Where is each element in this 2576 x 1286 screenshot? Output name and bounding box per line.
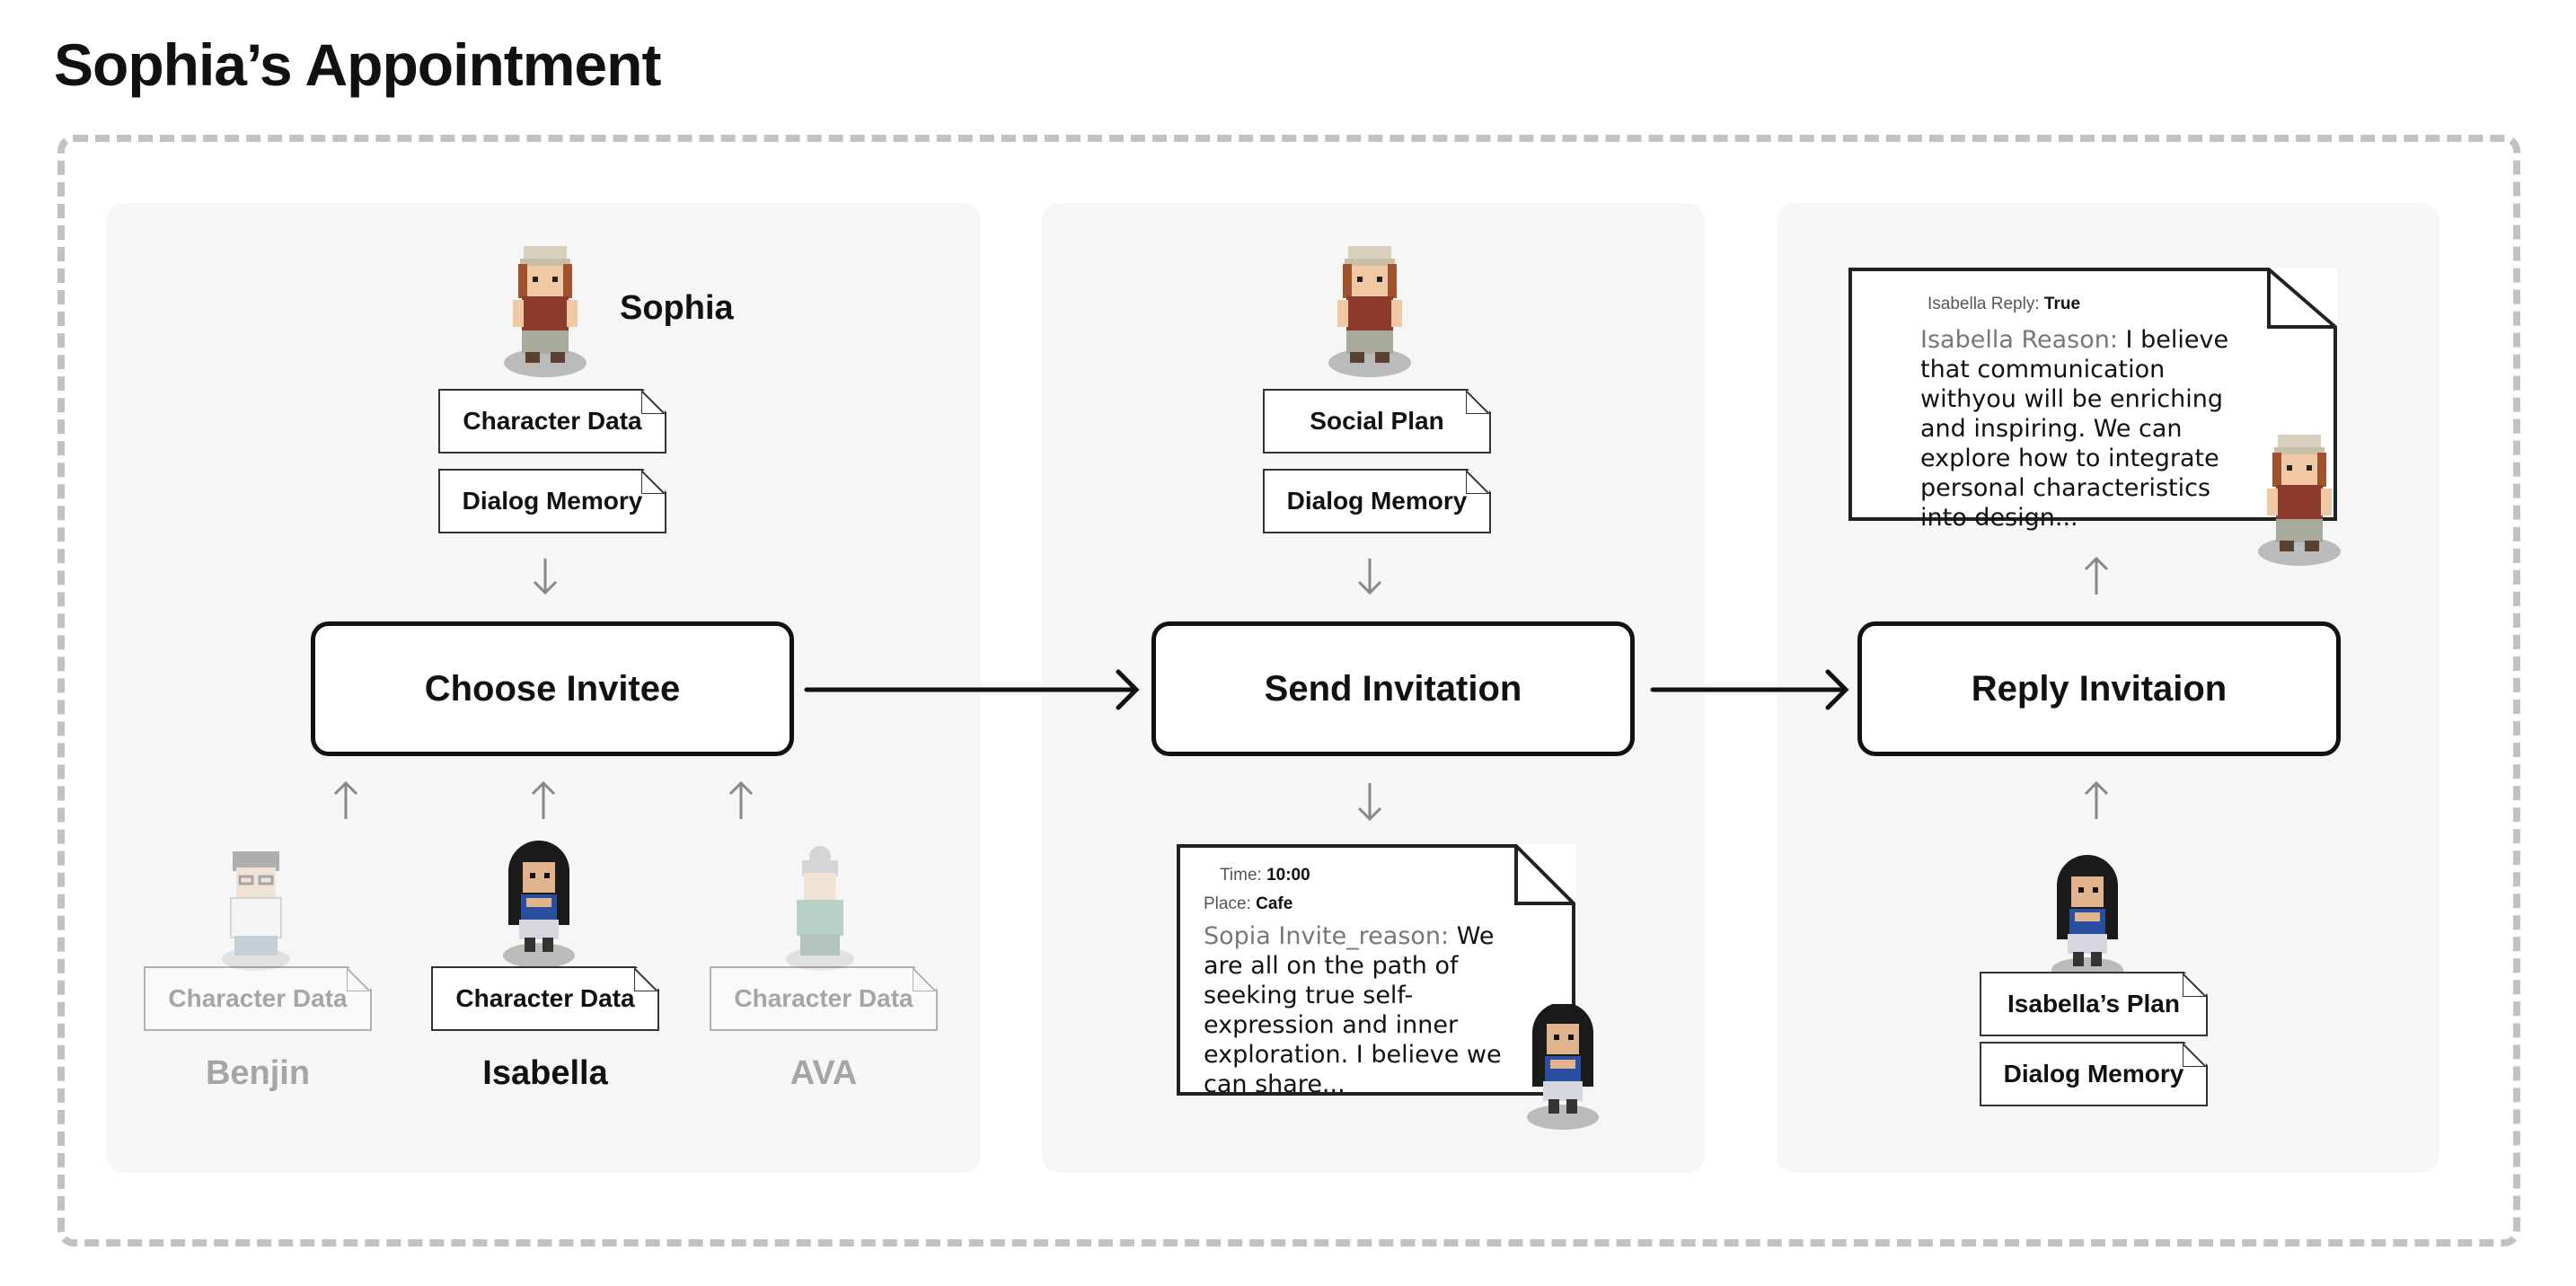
ava-avatar [786, 846, 854, 971]
up-arrow-icon [531, 780, 556, 819]
down-arrow-icon [533, 559, 558, 595]
doc-fold-icon [347, 968, 370, 991]
doc-label: Dialog Memory [1286, 487, 1468, 515]
doc-fold-icon [641, 471, 665, 494]
doc-fold-icon [2183, 973, 2206, 997]
process-label: Choose Invitee [424, 668, 681, 709]
process-send-invitation: Send Invitation [1151, 621, 1635, 756]
input-doc: Isabella’s Plan [1980, 972, 2208, 1036]
doc-fold-icon [913, 968, 936, 991]
sophia-avatar-note [2258, 435, 2341, 566]
up-arrow-icon [2084, 556, 2109, 595]
up-arrow-icon [728, 780, 754, 819]
process-label: Send Invitation [1264, 668, 1522, 709]
isabella-avatar-note [1527, 1004, 1599, 1130]
sophia-avatar [504, 246, 587, 377]
doc-fold-icon [1466, 391, 1489, 414]
doc-label: Social Plan [1310, 407, 1444, 435]
flow-arrow-icon [804, 669, 1140, 710]
down-arrow-icon [1357, 559, 1382, 595]
sophia-avatar-send [1328, 246, 1411, 377]
doc-fold-icon [2183, 1044, 2206, 1067]
reply-note: Isabella Reply: True Isabella Reason: I … [1848, 268, 2337, 532]
candidate-doc-isabella: Character Data [431, 966, 659, 1031]
input-doc: Dialog Memory [438, 469, 666, 533]
input-doc: Dialog Memory [1263, 469, 1491, 533]
note-shape [1848, 268, 2337, 521]
invite-place: Place: Cafe [1204, 894, 1293, 913]
page-title: Sophia’s Appointment [54, 31, 661, 98]
up-arrow-icon [2084, 780, 2109, 819]
isabella-avatar [503, 841, 575, 968]
isabella-avatar-reply [2051, 855, 2123, 982]
down-arrow-icon [1357, 783, 1382, 822]
reply-status: Isabella Reply: True [1928, 295, 2081, 313]
process-reply-invitation: Reply Invitaion [1857, 621, 2341, 756]
doc-label: Character Data [463, 407, 642, 435]
process-label: Reply Invitaion [1971, 668, 2228, 709]
candidate-doc-ava: Character Data [710, 966, 938, 1031]
doc-label: Dialog Memory [2003, 1060, 2184, 1088]
flow-arrow-icon [1650, 669, 1849, 710]
doc-label: Character Data [734, 984, 913, 1012]
doc-label: Character Data [168, 984, 348, 1012]
invite-reason: Sopia Invite_reason: We are all on the p… [1204, 922, 1502, 1098]
up-arrow-icon [333, 780, 358, 819]
doc-label: Dialog Memory [462, 487, 643, 515]
doc-fold-icon [1466, 471, 1489, 494]
reply-reason: Isabella Reason: I believe that communic… [1920, 326, 2229, 532]
candidate-name-isabella: Isabella [482, 1054, 608, 1092]
doc-label: Character Data [455, 984, 635, 1012]
doc-fold-icon [634, 968, 657, 991]
diagram-frame [57, 135, 2520, 1246]
invitation-note: Time: 10:00 Place: Cafe Sopia Invite_rea… [1177, 844, 1575, 1098]
input-doc: Dialog Memory [1980, 1042, 2208, 1106]
process-choose-invitee: Choose Invitee [311, 621, 794, 756]
candidate-name-ava: AVA [790, 1054, 858, 1092]
candidate-name-benjin: Benjin [205, 1054, 311, 1092]
invite-time: Time: 10:00 [1220, 866, 1310, 885]
doc-label: Isabella’s Plan [2007, 990, 2180, 1017]
candidate-doc-benjin: Character Data [144, 966, 372, 1031]
input-doc: Social Plan [1263, 389, 1491, 454]
doc-fold-icon [641, 391, 665, 414]
character-name-sophia: Sophia [620, 289, 734, 327]
benjin-avatar [220, 850, 292, 973]
note-shape [1177, 844, 1575, 1096]
input-doc: Character Data [438, 389, 666, 454]
